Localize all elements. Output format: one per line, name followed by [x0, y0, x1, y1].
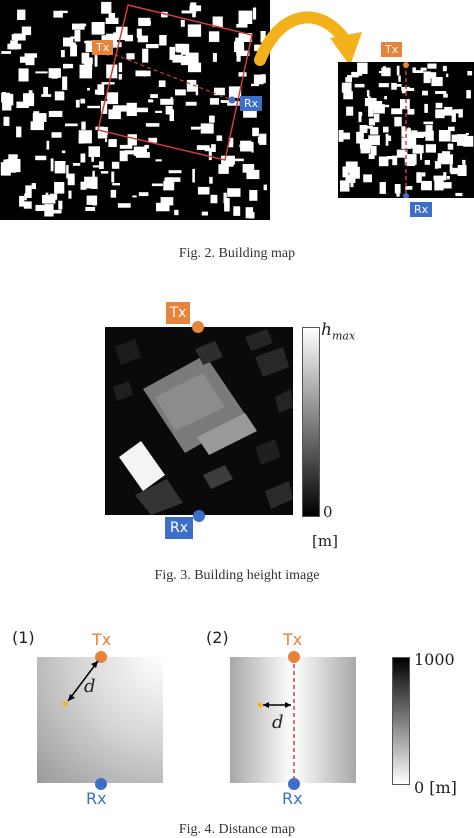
tx-marker — [192, 321, 204, 333]
tx-tag: Tx — [166, 302, 190, 324]
distance-map-1 — [37, 657, 163, 783]
point-marker — [62, 701, 68, 707]
figure-caption: Fig. 2. Building map — [178, 246, 296, 261]
rx-marker — [95, 778, 107, 790]
rx-tag: Rx — [165, 517, 193, 539]
point-marker — [257, 702, 263, 708]
colorbar-min-label: 0 — [323, 503, 333, 521]
colorbar-max-label: 1000 — [414, 650, 455, 669]
panel-2-overlay — [257, 651, 300, 790]
tx-tag: Tx — [92, 40, 114, 55]
figure-caption: Fig. 3. Building height image — [154, 568, 320, 583]
panel-1-label: (1) — [12, 628, 35, 647]
rx-label: Rx — [86, 789, 107, 808]
colorbar-unit: [m] — [312, 532, 338, 550]
building-height-image — [105, 327, 293, 515]
colorbar — [392, 657, 410, 785]
building-map-large — [0, 0, 270, 220]
building-map-crop — [338, 62, 474, 198]
distance-map-2 — [230, 657, 356, 783]
tx-marker — [288, 651, 300, 663]
route-line — [107, 51, 233, 101]
distance-arrow-icon — [67, 660, 99, 702]
figure-caption: Fig. 4. Distance map — [178, 822, 296, 837]
yellow-arrow-icon — [254, 11, 362, 66]
distance-symbol: d — [272, 712, 284, 733]
selection-square — [97, 4, 253, 161]
rx-marker — [193, 510, 205, 522]
colorbar-min-label: 0 [m] — [414, 778, 457, 797]
rx-marker — [403, 193, 409, 198]
tx-label: Tx — [283, 630, 303, 649]
tx-tag: Tx — [381, 42, 403, 57]
distance-symbol: d — [84, 676, 96, 697]
rx-marker — [228, 96, 236, 104]
tx-marker — [403, 62, 409, 68]
rx-tag: Rx — [240, 96, 263, 111]
rx-marker — [288, 778, 300, 790]
colorbar — [302, 327, 320, 517]
panel-1-overlay — [62, 651, 107, 790]
tx-label: Tx — [92, 630, 112, 649]
rx-label: Rx — [282, 789, 303, 808]
tx-marker — [95, 651, 107, 663]
panel-2-label: (2) — [206, 628, 229, 647]
colorbar-max-label: hmax — [321, 320, 356, 343]
rx-tag: Rx — [410, 202, 433, 217]
